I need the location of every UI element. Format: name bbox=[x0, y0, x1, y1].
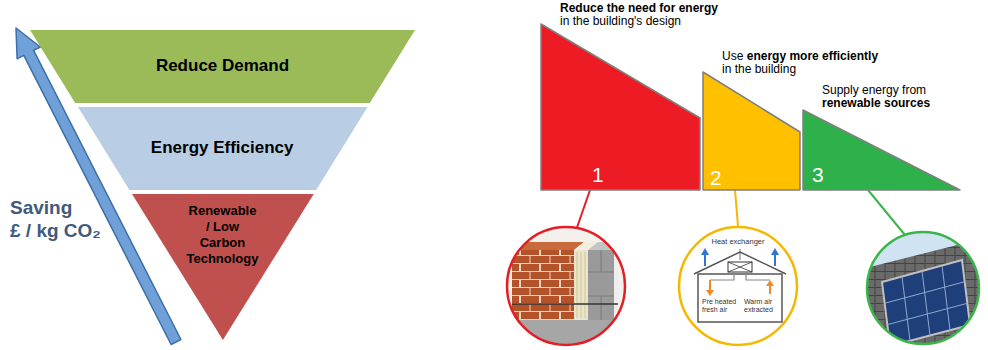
outlet-arrow bbox=[704, 254, 706, 266]
leader-line bbox=[868, 190, 905, 235]
inlet-arrowhead bbox=[771, 248, 779, 255]
node-text: in the building's design bbox=[560, 14, 681, 28]
text-line: Pre heated fresh air bbox=[702, 298, 738, 314]
text-group: 1 bbox=[592, 163, 604, 186]
node-text: 1 bbox=[592, 163, 604, 186]
node-text: in the building bbox=[722, 62, 796, 76]
inlet-arrow bbox=[774, 254, 776, 266]
text-line: 2 bbox=[710, 166, 722, 189]
text-line: in the building's design bbox=[560, 15, 718, 28]
text-group: Energy Efficiency bbox=[129, 137, 316, 159]
node-text: Heat exchanger bbox=[712, 237, 765, 246]
text-group: Reduce the need for energyin the buildin… bbox=[560, 2, 718, 28]
step-shape: Useenergy more efficientlyin the buildin… bbox=[703, 72, 800, 190]
leader-line bbox=[577, 190, 590, 228]
text-group: Reduce Demand bbox=[75, 55, 370, 77]
node-text: renewable sources bbox=[822, 96, 930, 110]
text-line: Use energy more efficiently bbox=[722, 50, 878, 63]
step-shape: Reduce the need for energyin the buildin… bbox=[541, 22, 700, 190]
damp-proof-course bbox=[512, 303, 618, 305]
node-text: energy more efficiently bbox=[747, 49, 878, 63]
text-line: Supply energy from bbox=[822, 84, 930, 97]
text-group: Heat exchanger bbox=[710, 238, 766, 247]
text-line: in the building bbox=[722, 63, 878, 76]
shape-fill bbox=[30, 30, 415, 103]
node-text: Reduce the need for energy bbox=[560, 1, 718, 15]
house-walls bbox=[698, 274, 782, 322]
pyramid-band: Renewable / Low Carbon Technology bbox=[132, 194, 314, 340]
outlet-arrowhead bbox=[701, 248, 709, 255]
text-line: Reduce the need for energy bbox=[560, 2, 718, 15]
node-text: Warm air extracted bbox=[744, 298, 773, 313]
circle-outline bbox=[679, 227, 797, 345]
axis-label: £ / kg CO₂ bbox=[10, 219, 101, 242]
text-group: Pre heated fresh air bbox=[702, 298, 738, 314]
node-outline bbox=[541, 22, 700, 190]
node-text: Use bbox=[722, 49, 743, 63]
illustration-circle: Heat exchangerPre heated fresh air Warm a… bbox=[678, 226, 798, 346]
illustration-circle bbox=[507, 227, 625, 345]
node-text: Energy Efficiency bbox=[151, 138, 294, 157]
pyramid-band: Reduce Demand bbox=[30, 30, 415, 103]
text-line: Energy Efficiency bbox=[129, 137, 316, 159]
ventilation-illustration bbox=[694, 248, 786, 322]
text-group: Use energy more efficientlyin the buildin… bbox=[722, 50, 878, 76]
fresh-air-arrowhead bbox=[706, 290, 714, 296]
illustration-circle bbox=[867, 232, 979, 344]
node-text: 3 bbox=[812, 163, 824, 186]
text-line: Renewable / Low Carbon Technology bbox=[185, 203, 259, 267]
node-text: Renewable / Low Carbon Technology bbox=[186, 203, 258, 266]
label-group: Saving£ / kg CO₂ bbox=[10, 196, 101, 242]
block-joints bbox=[588, 250, 614, 320]
leader-line bbox=[735, 190, 738, 226]
shape-fill bbox=[541, 24, 700, 190]
plaster bbox=[614, 250, 618, 320]
solar-illustration bbox=[865, 230, 985, 350]
axis-label: Saving bbox=[10, 196, 101, 219]
node-text: Pre heated fresh air bbox=[702, 298, 736, 313]
text-group: Supply energy fromrenewable sources bbox=[822, 84, 930, 110]
step-shape: Supply energy fromrenewable sources3 bbox=[803, 110, 960, 190]
text-line: Warm air extracted bbox=[744, 298, 778, 314]
pyramid-band: Energy Efficiency bbox=[78, 107, 368, 190]
shape-fill bbox=[703, 72, 800, 190]
shape-fill bbox=[803, 110, 960, 190]
text-line: 1 bbox=[592, 163, 604, 186]
insulation-fibres bbox=[577, 252, 585, 318]
brick-wall bbox=[512, 250, 574, 320]
node-text: 2 bbox=[710, 166, 722, 189]
wall-illustration bbox=[506, 226, 626, 348]
node-outline bbox=[803, 110, 960, 190]
insulation bbox=[574, 250, 588, 320]
text-group: 2 bbox=[710, 166, 722, 189]
shape-fill bbox=[132, 194, 314, 340]
sky bbox=[865, 230, 985, 350]
text-line: Reduce Demand bbox=[75, 55, 370, 77]
shape-fill bbox=[78, 107, 368, 190]
foundation bbox=[506, 318, 626, 348]
solar-cells bbox=[885, 266, 968, 341]
text-group: 3 bbox=[812, 163, 824, 186]
inner-block bbox=[588, 250, 614, 320]
exchanger-pointer bbox=[740, 249, 741, 260]
extract-air-arrowhead bbox=[766, 280, 774, 286]
node-text: Reduce Demand bbox=[156, 56, 289, 75]
heat-exchanger-cross bbox=[728, 262, 752, 272]
text-group: Renewable / Low Carbon Technology bbox=[185, 203, 259, 267]
heat-exchanger-box bbox=[728, 262, 752, 272]
text-line: 3 bbox=[812, 163, 824, 186]
extract-air-arrow bbox=[769, 285, 771, 294]
text-line: Heat exchanger bbox=[710, 238, 766, 247]
text-group: Warm air extracted bbox=[744, 298, 778, 314]
text-line: renewable sources bbox=[822, 97, 930, 110]
node-text: Supply energy from bbox=[822, 83, 926, 97]
fresh-air-arrow bbox=[709, 280, 711, 291]
duct bbox=[710, 272, 770, 280]
